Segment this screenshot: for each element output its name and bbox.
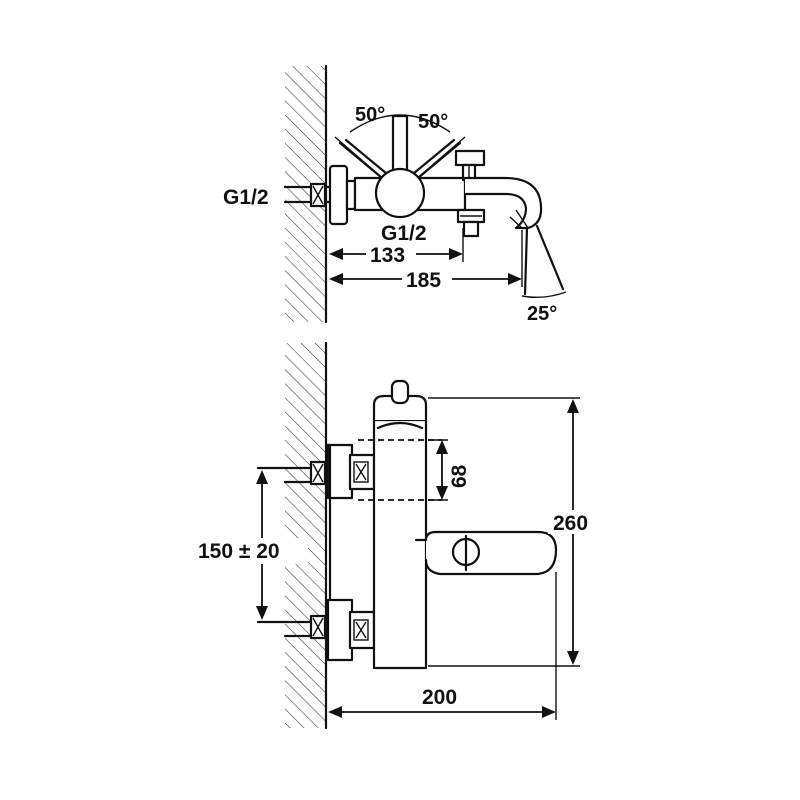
- angle-right-label: 50°: [418, 111, 448, 133]
- mixer-body-front: [372, 418, 428, 670]
- connection-bottom-label: G1/2: [381, 222, 427, 245]
- wall-hatch-front: [285, 343, 325, 728]
- diverter-knob-top: [454, 149, 486, 167]
- dim-150-label: 150 ± 20: [198, 540, 280, 563]
- dim-68-label: 68: [448, 464, 471, 488]
- lever-front: [390, 379, 410, 405]
- dim-185-label: 185: [406, 269, 441, 292]
- upper-rosette: [326, 443, 354, 500]
- connection-left-label: G1/2: [223, 186, 269, 209]
- spout-swing-line: [523, 226, 529, 296]
- cartridge-knob-top: [374, 167, 426, 219]
- dim-260-label: 260: [553, 512, 588, 535]
- spout-front: [424, 530, 558, 576]
- lower-rosette: [326, 598, 354, 662]
- front-view: 68 150 ± 20 260 200: [196, 341, 598, 730]
- angle-left-label: 50°: [355, 104, 385, 126]
- dim-133-label: 133: [370, 244, 405, 267]
- wall-rosette-top: [328, 164, 349, 226]
- top-view: 50° 50° G1/2 G1/2 133 185 25°: [223, 64, 567, 325]
- angle-spout-label: 25°: [527, 303, 557, 325]
- dim-200-label: 200: [422, 686, 457, 709]
